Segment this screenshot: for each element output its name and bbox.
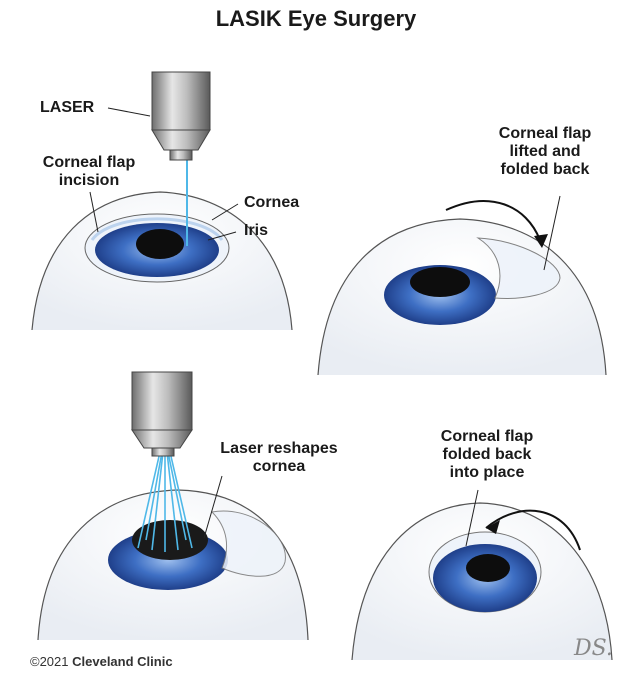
panel-4-flap-replaced — [352, 490, 612, 660]
pupil — [466, 554, 510, 582]
pupil — [136, 229, 184, 259]
iris-label: Iris — [244, 222, 268, 240]
laser-label: LASER — [40, 99, 94, 117]
panel-2-flap-lifted — [318, 196, 606, 375]
laser-nozzle — [132, 372, 192, 456]
artist-signature: DS. — [574, 636, 613, 661]
panel-3-laser-reshape — [38, 372, 308, 640]
flap-lifted-label: Corneal flap lifted and folded back — [470, 125, 620, 179]
brand-name: Cleveland Clinic — [72, 654, 172, 669]
copyright-footer: ©2021 Cleveland Clinic — [30, 654, 173, 669]
pupil — [410, 267, 470, 297]
flap-replaced-label: Corneal flap folded back into place — [412, 428, 562, 482]
laser-nozzle — [152, 72, 210, 160]
cornea-label: Cornea — [244, 194, 299, 212]
copyright-year: ©2021 — [30, 654, 69, 669]
laser-reshapes-label: Laser reshapes cornea — [204, 440, 354, 476]
corneal-flap-incision-label: Corneal flap incision — [14, 154, 164, 190]
